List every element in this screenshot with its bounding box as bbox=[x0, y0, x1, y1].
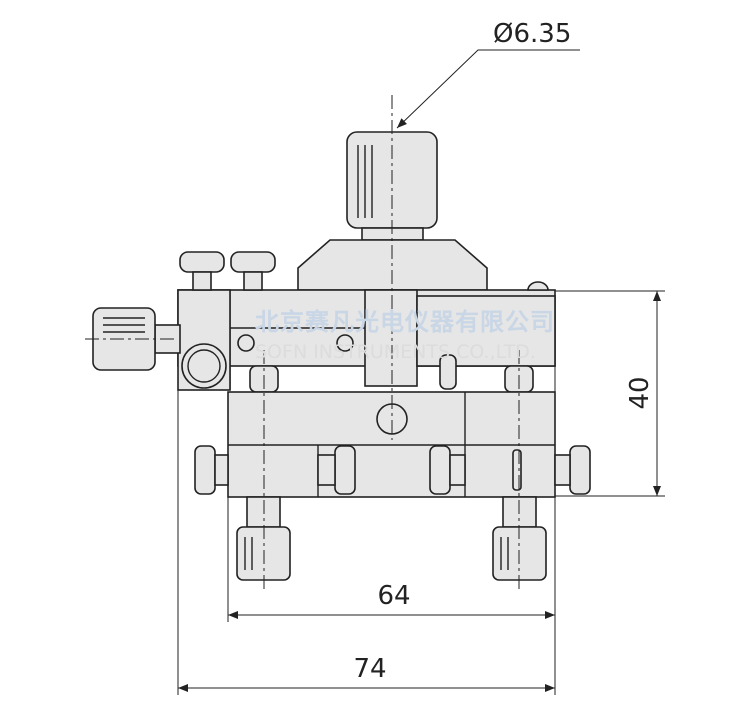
inner-width-label: 64 bbox=[377, 581, 410, 611]
watermark-cn: 北京赛凡光电仪器有限公司 bbox=[255, 308, 555, 336]
side-clamps bbox=[194, 445, 591, 495]
top-plate bbox=[177, 281, 556, 391]
height-label: 40 bbox=[625, 376, 655, 409]
top-screws bbox=[179, 251, 276, 291]
left-adjust-knob bbox=[92, 307, 181, 371]
dimension-lines bbox=[177, 49, 665, 695]
bottom-knobs bbox=[236, 496, 547, 581]
overall-width-label: 74 bbox=[353, 654, 386, 684]
watermark-en: SOFN INSTRUMENTS CO.,LTD. bbox=[255, 341, 536, 363]
diameter-label: Ø6.35 bbox=[493, 19, 571, 49]
